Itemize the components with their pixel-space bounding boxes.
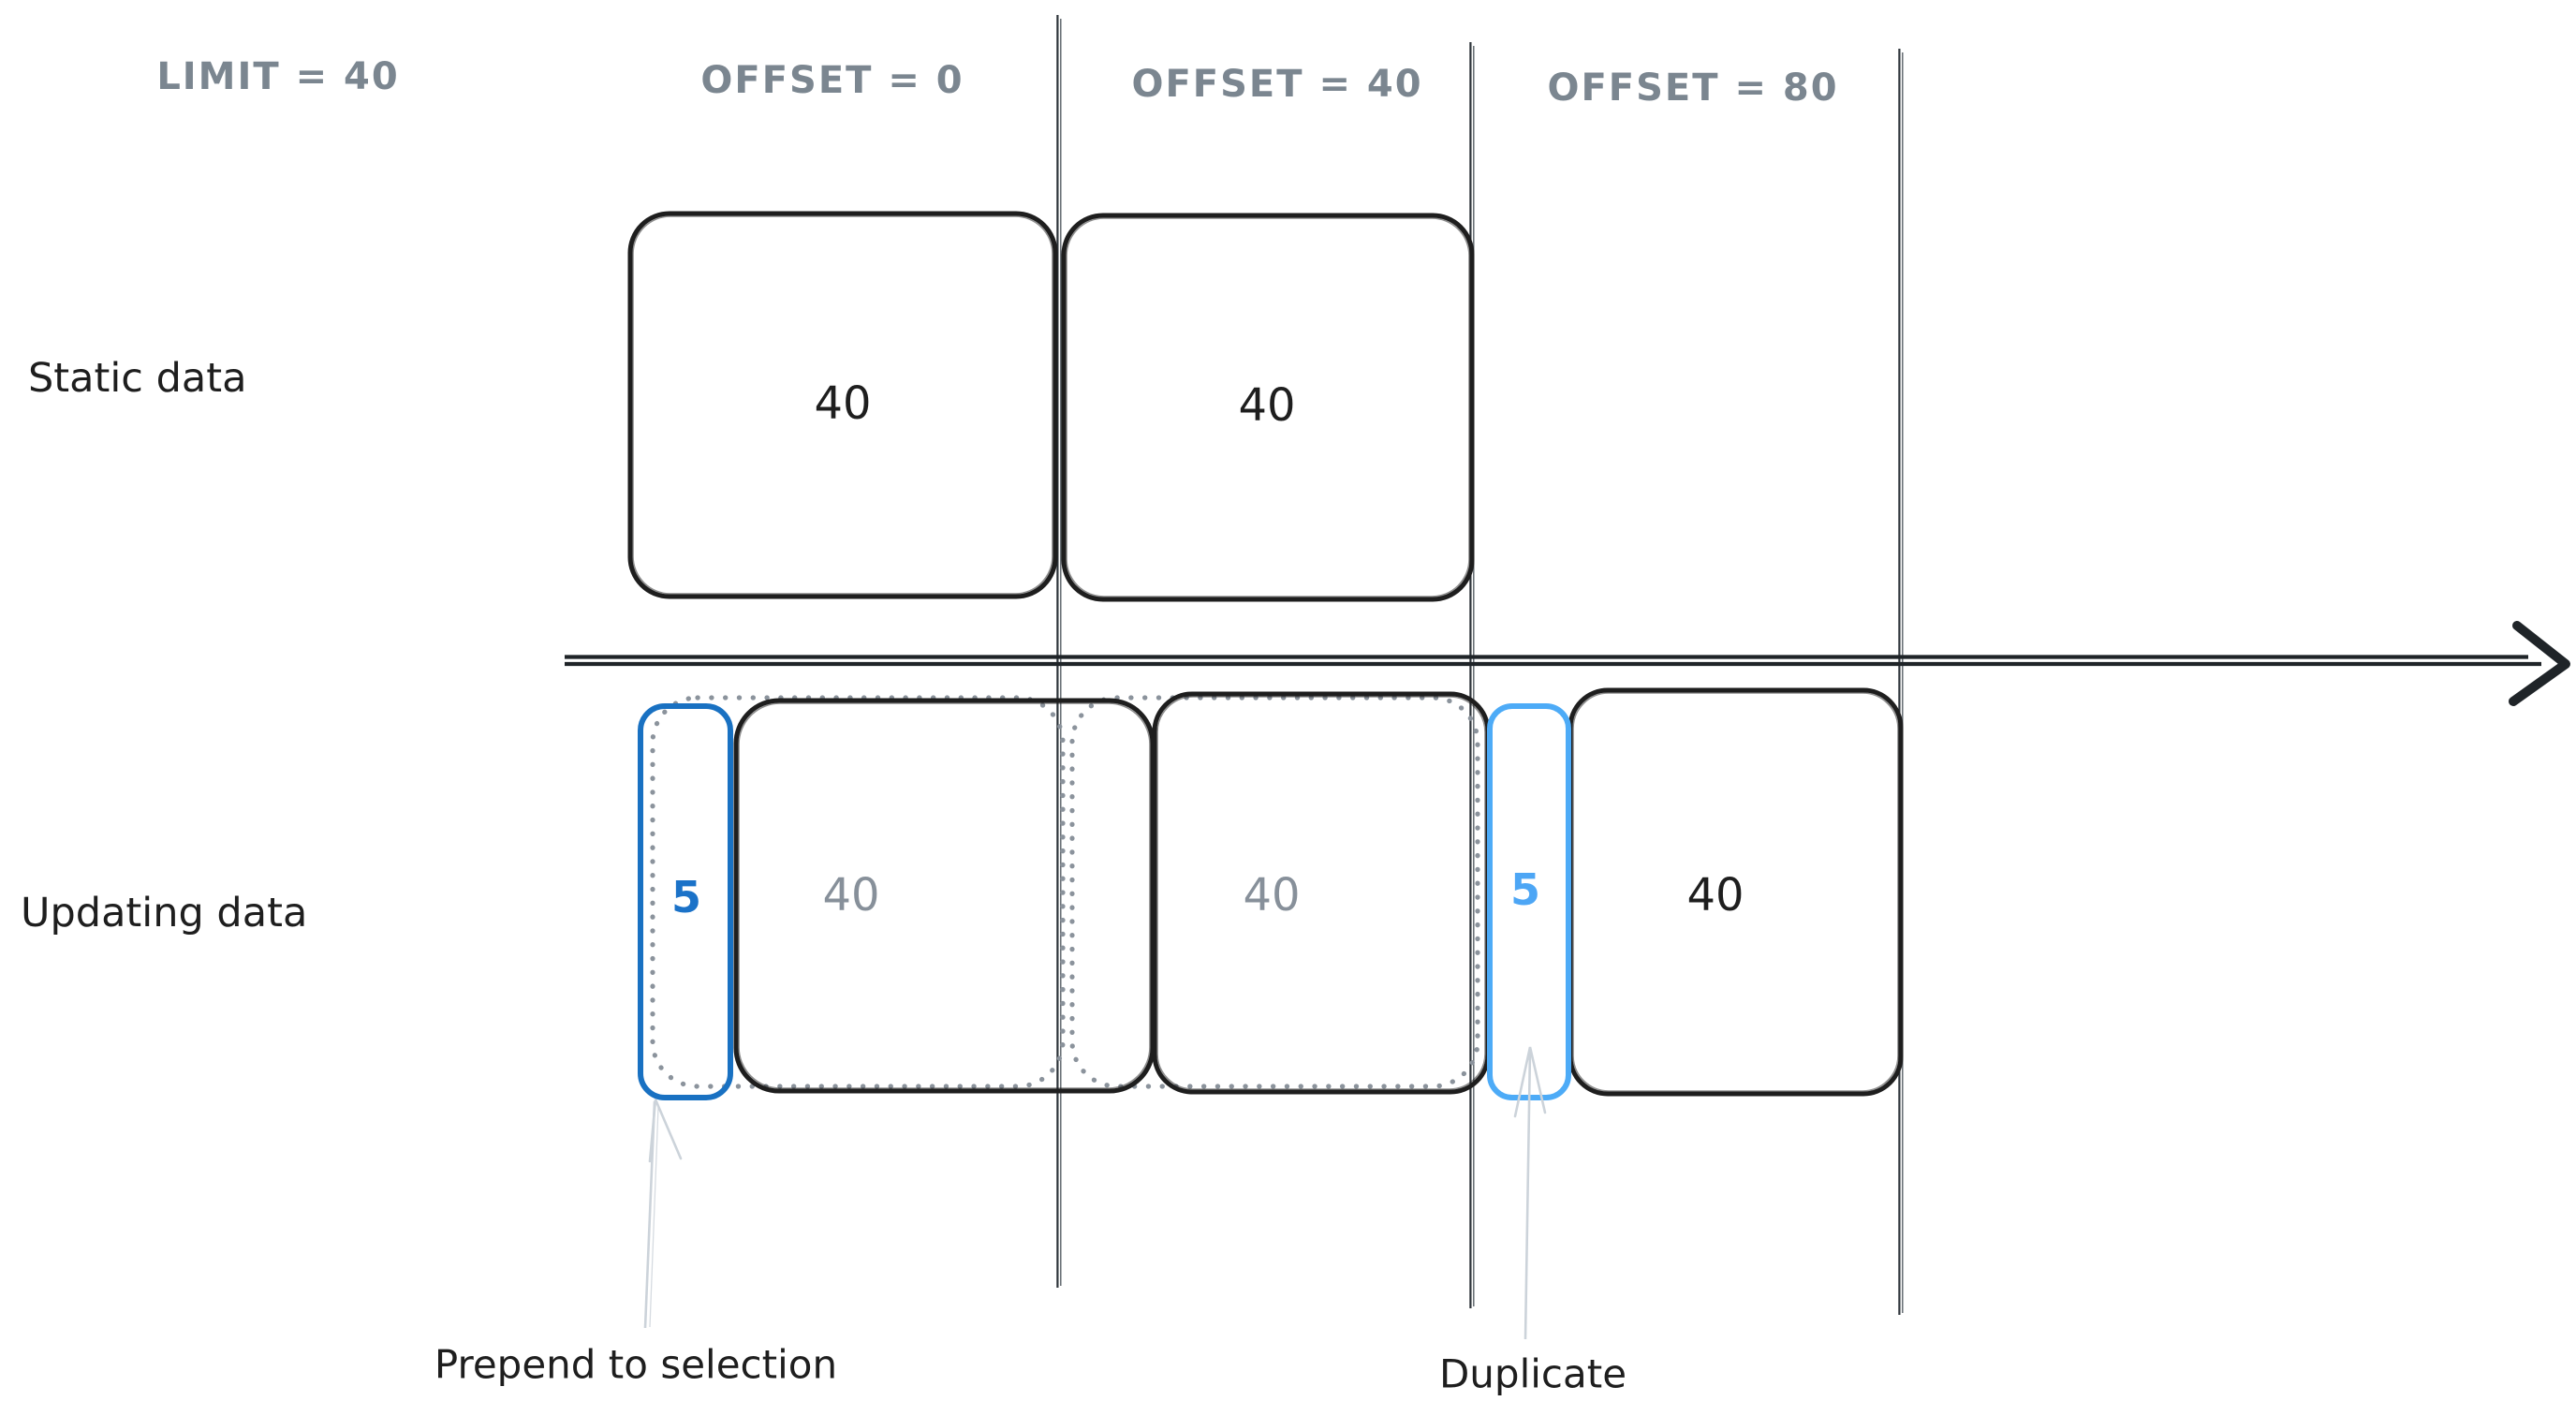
prepend-arrowhead-icon <box>648 1099 683 1163</box>
static-data-row-label: Static data <box>28 355 247 402</box>
duplicate-annotation-arrow <box>1513 1046 1547 1340</box>
static-page-1-box <box>627 211 1058 599</box>
limit-header-label: LIMIT = 40 <box>156 55 400 98</box>
old-page-1-dotted-box <box>650 695 1066 1089</box>
old-page-2-count: 40 <box>1243 869 1301 922</box>
offset-gridline-2 <box>1469 42 1475 1308</box>
static-page-1-count: 40 <box>814 377 872 430</box>
updating-page-2-box <box>1152 691 1491 1095</box>
updating-data-row-label: Updating data <box>21 890 308 937</box>
updating-page-1-box <box>733 698 1156 1094</box>
prepend-annotation-label: Prepend to selection <box>434 1341 838 1388</box>
old-page-1-count: 40 <box>822 869 880 922</box>
prepended-items-count: 5 <box>670 872 702 922</box>
duplicate-arrowhead-icon <box>1513 1046 1547 1118</box>
static-page-2-count: 40 <box>1238 379 1296 432</box>
new-page-count: 40 <box>1686 869 1744 922</box>
timeline-arrowhead-icon <box>2509 621 2570 706</box>
timeline-arrow <box>565 621 2570 706</box>
prepended-items-box <box>638 703 733 1100</box>
offset-80-header-label: OFFSET = 80 <box>1547 66 1839 110</box>
offset-40-header-label: OFFSET = 40 <box>1131 63 1423 106</box>
offset-gridline-3 <box>1898 49 1904 1315</box>
duplicate-annotation-label: Duplicate <box>1438 1350 1627 1397</box>
old-page-2-dotted-box <box>1069 695 1480 1089</box>
offset-0-header-label: OFFSET = 0 <box>700 59 964 102</box>
offset-gridline-1 <box>1056 15 1062 1288</box>
static-page-2-box <box>1061 213 1475 602</box>
duplicated-items-count: 5 <box>1509 864 1541 915</box>
prepend-annotation-arrow <box>643 1099 683 1329</box>
